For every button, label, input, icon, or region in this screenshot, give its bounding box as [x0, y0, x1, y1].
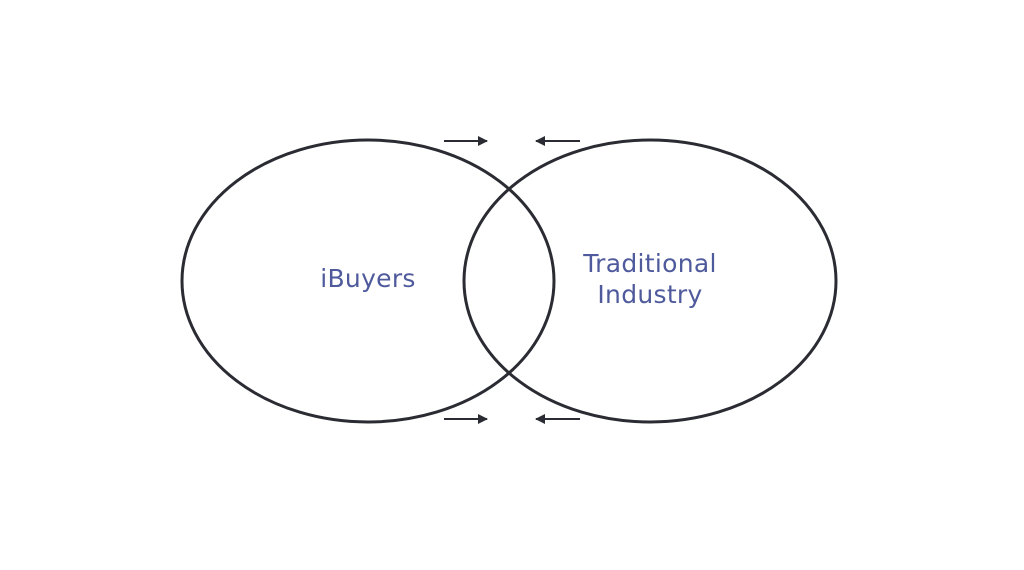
- traditional-industry-label-line-1: Traditional: [582, 249, 716, 278]
- ibuyers-label: iBuyers: [320, 264, 416, 293]
- traditional-industry-circle: [462, 138, 838, 424]
- traditional-industry-label-line-2: Industry: [597, 280, 702, 309]
- ibuyers-circle: [180, 138, 556, 424]
